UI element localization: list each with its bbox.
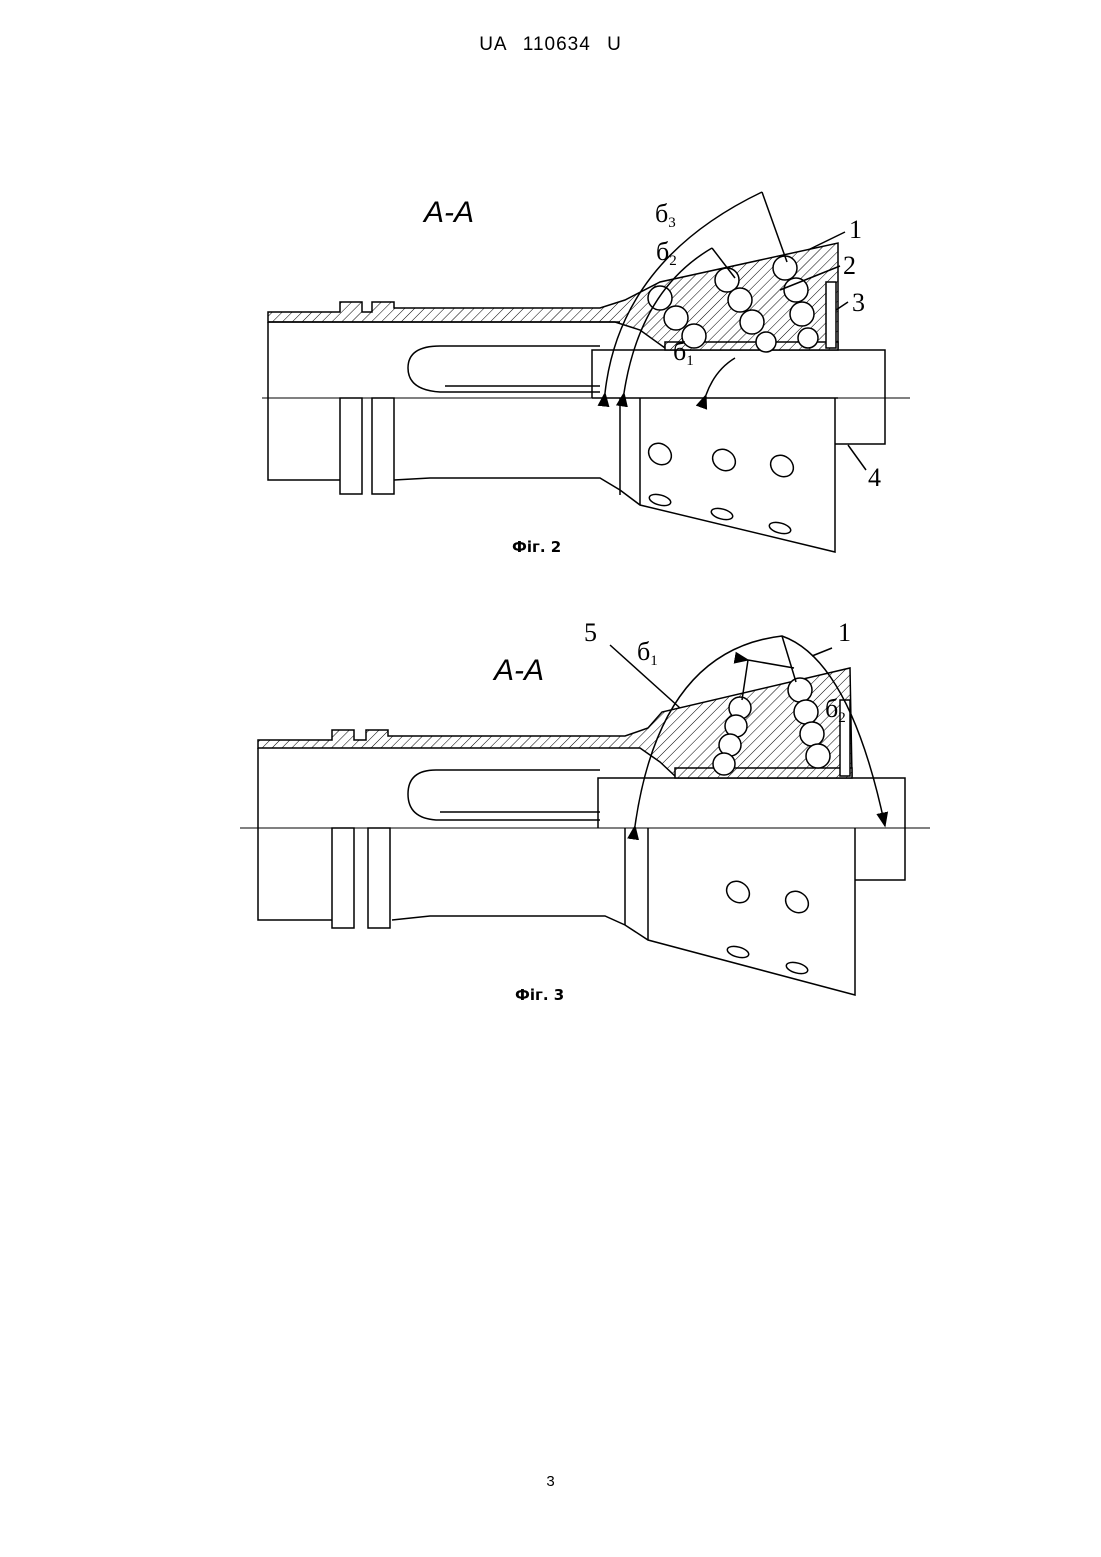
tube-body-outline [268,322,835,552]
fig3-section-label: А-А [492,654,544,687]
slot-window [408,346,600,392]
shaft [592,350,885,444]
fig2-angle-3: б3 [655,199,676,231]
tube-wall-hatched [258,668,852,776]
groove-2 [368,828,390,928]
fig2-caption: Фіг. 2 [512,538,561,556]
fig2-section-label: А-А [422,196,474,229]
figure-2 [262,192,910,552]
groove-1 [332,828,354,928]
tube-body-outline [258,748,855,995]
groove-1 [340,398,362,494]
holes [644,439,797,536]
figure-3 [240,636,930,995]
fig2-callout-2: 2 [843,251,856,280]
fig3-caption: Фіг. 3 [515,986,564,1004]
fig2-callout-4: 4 [868,463,881,492]
page-number: 3 [0,1473,1101,1490]
fig3-callout-5: 5 [584,618,597,647]
angle-arc-2 [748,660,794,668]
fig2-callout-1: 1 [849,215,862,244]
fig3-angle-1: б1 [637,637,658,669]
fig2-angle-2: б2 [656,237,677,269]
fig2-callout-3: 3 [852,288,865,317]
holes [722,877,812,976]
fig3-callout-1: 1 [838,618,851,647]
angle-arc-1 [706,358,735,395]
groove-2 [372,398,394,494]
shaft [598,778,905,880]
